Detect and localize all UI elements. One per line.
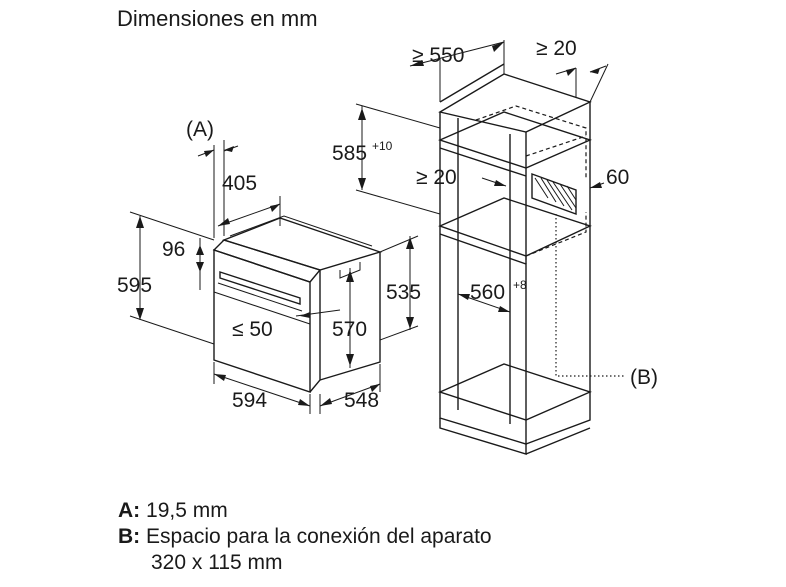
legend-text-b-2: 320 x 115 mm	[151, 551, 283, 574]
legend: A: 19,5 mm B: Espacio para la conexión d…	[118, 498, 492, 576]
dim-60: 60	[606, 166, 629, 189]
dim-595: 595	[117, 274, 152, 297]
diagram-title: Dimensiones en mm	[117, 6, 318, 31]
dim-548: 548	[344, 389, 379, 412]
legend-item-b-line2: 320 x 115 mm	[118, 550, 492, 576]
dim-560: 560	[470, 281, 505, 304]
oven-dimensions: 595 96 (A) 405 535 570 ≤	[117, 118, 421, 414]
dim-594: 594	[232, 389, 267, 412]
dim-585-tol: +10	[372, 139, 393, 153]
legend-item-a: A: 19,5 mm	[118, 498, 492, 524]
dim-le50: ≤ 50	[232, 318, 273, 341]
legend-text-b: Espacio para la conexión del aparato	[146, 525, 492, 548]
oven-drawing	[212, 215, 383, 393]
legend-item-b: B: Espacio para la conexión del aparato	[118, 524, 492, 550]
dim-ge550: ≥ 550	[412, 44, 464, 67]
cabinet-dimensions: ≥ 550 ≥ 20 585 +10 ≥ 20 60 560 +8 (B)	[332, 37, 658, 389]
cabinet-drawing	[438, 63, 626, 455]
marker-a: (A)	[186, 118, 214, 141]
dim-96: 96	[162, 238, 185, 261]
marker-b: (B)	[630, 366, 658, 389]
dim-ge20-mid: ≥ 20	[416, 166, 457, 189]
dim-560-tol: +8	[513, 278, 527, 292]
dim-535: 535	[386, 281, 421, 304]
dim-570: 570	[332, 318, 367, 341]
dim-ge20-top: ≥ 20	[536, 37, 577, 60]
dim-585: 585	[332, 142, 367, 165]
legend-key-a: A:	[118, 499, 141, 522]
legend-text-a: 19,5 mm	[146, 499, 228, 522]
legend-key-b: B:	[118, 525, 141, 548]
dim-405: 405	[222, 172, 257, 195]
